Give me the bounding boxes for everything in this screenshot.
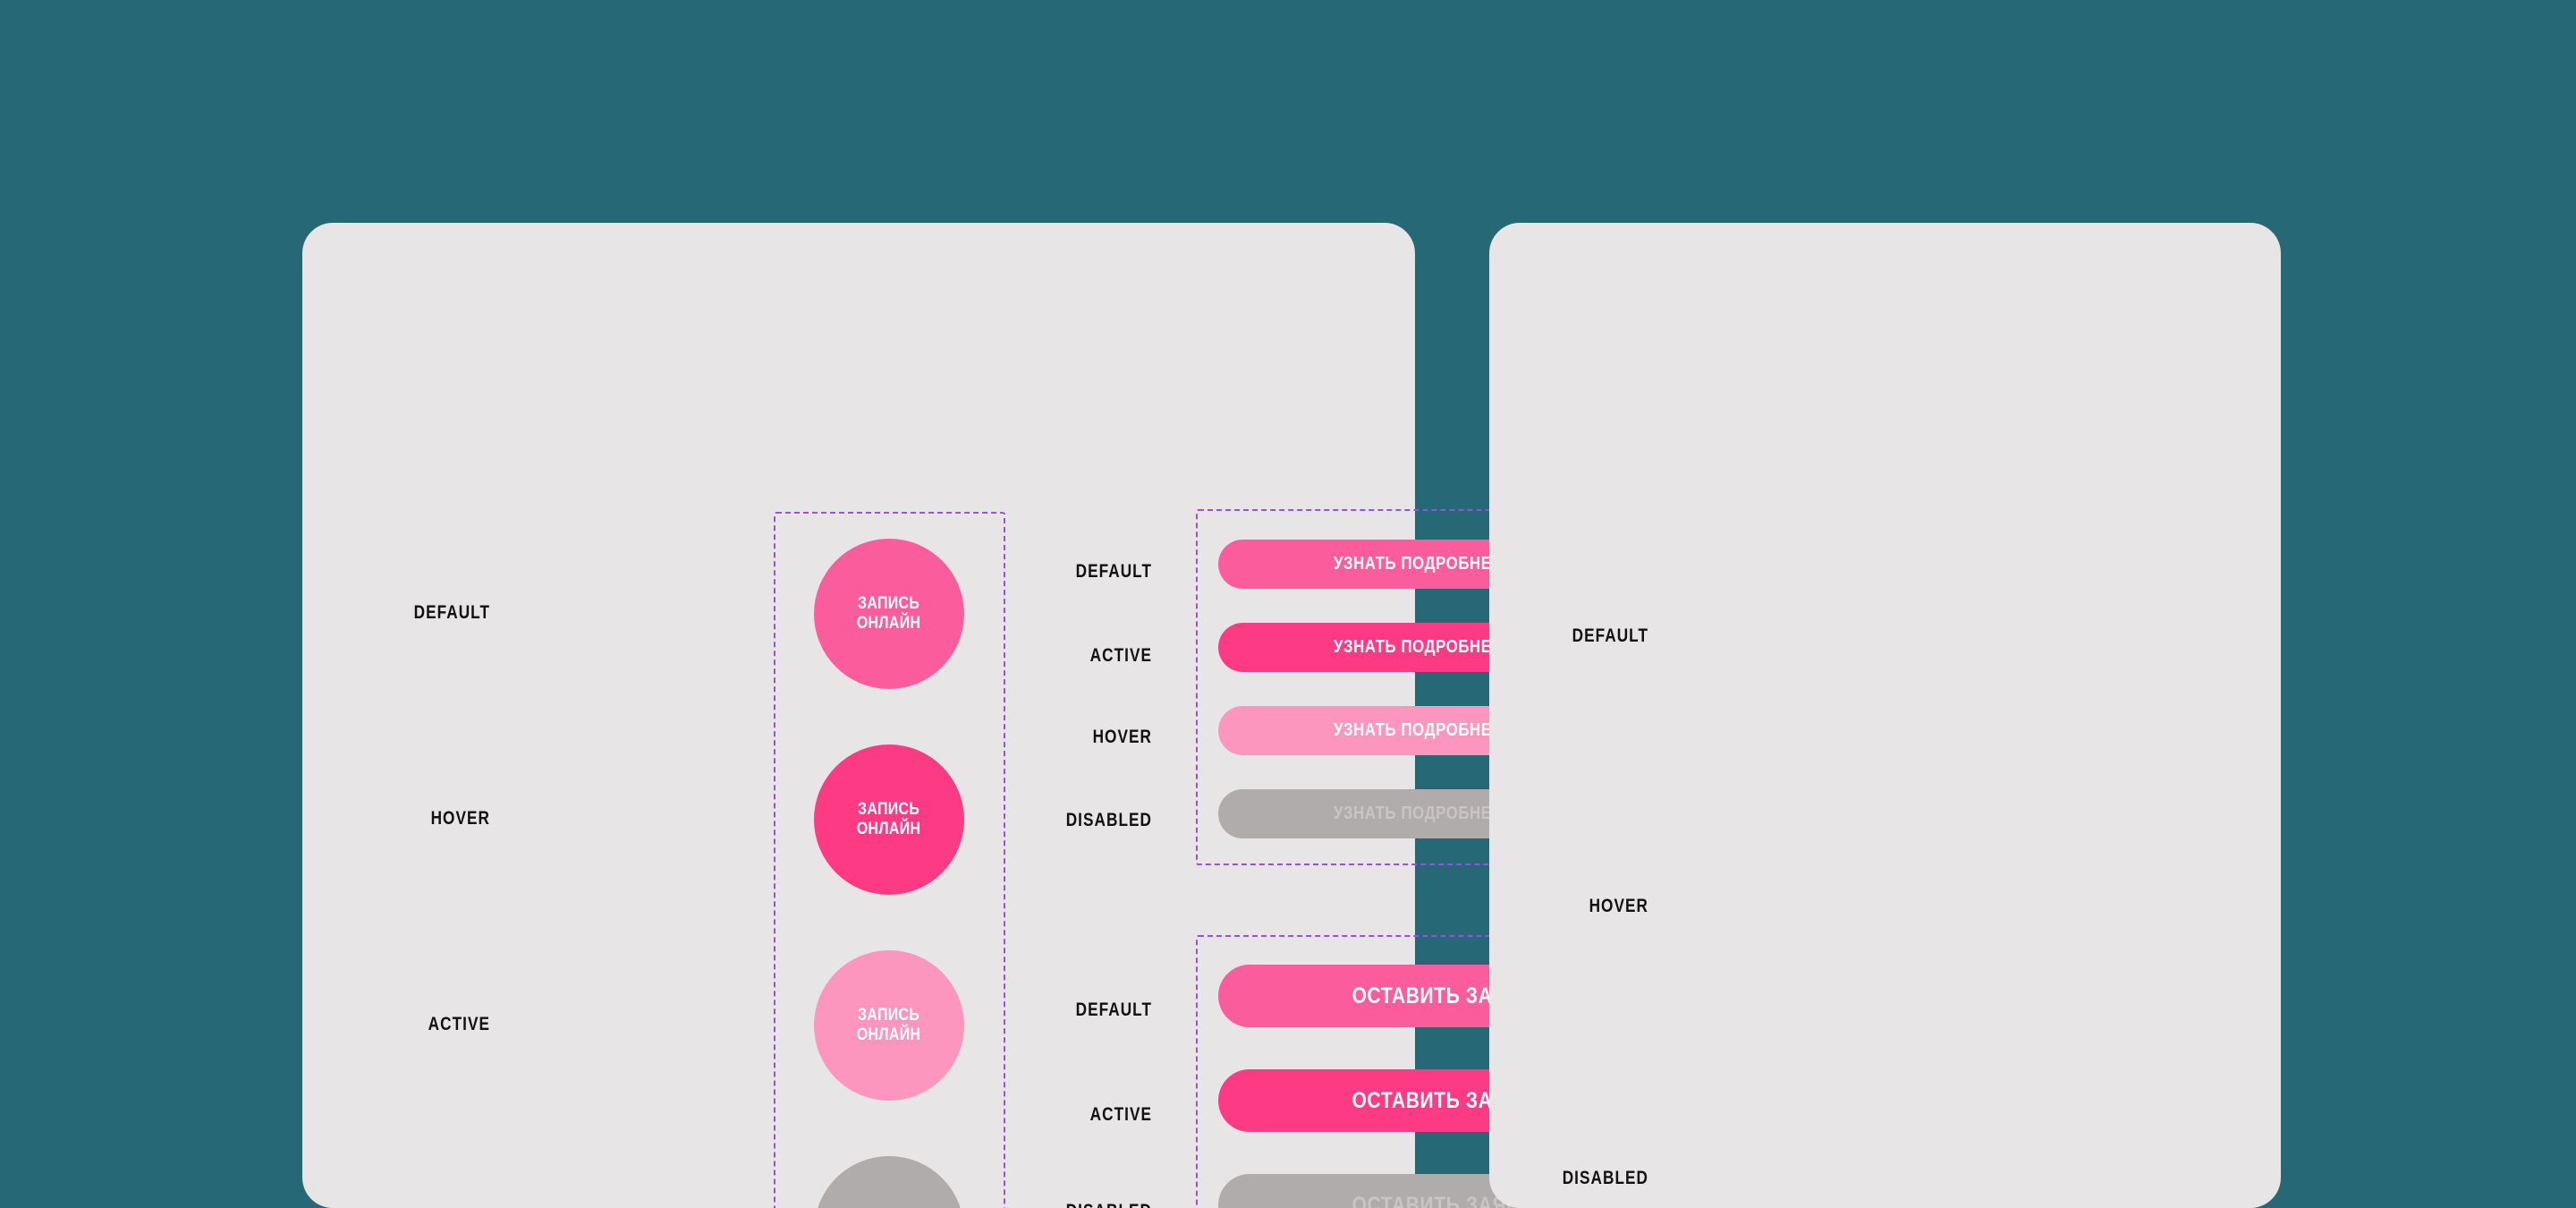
state-label-input-disabled: DISABLED [1562, 1168, 1648, 1188]
inputs-panel: DEFAULT HOVER DISABLED [1489, 223, 2281, 1208]
learn-more-button-label: УЗНАТЬ ПОДРОБНЕЕ [1334, 637, 1503, 657]
learn-more-button-label: УЗНАТЬ ПОДРОБНЕЕ [1334, 804, 1503, 823]
state-label-input-default: DEFAULT [1572, 625, 1648, 646]
state-label-circle-active: ACTIVE [428, 1014, 490, 1034]
state-label-pill-lg-default: DEFAULT [1075, 1000, 1152, 1020]
learn-more-button-label: УЗНАТЬ ПОДРОБНЕЕ [1334, 554, 1503, 574]
state-label-pill-sm-default: DEFAULT [1075, 561, 1152, 582]
state-label-circle-hover: HOVER [430, 808, 490, 829]
state-label-pill-sm-active: ACTIVE [1089, 645, 1152, 666]
state-label-pill-sm-hover: HOVER [1092, 727, 1152, 747]
learn-more-button-label: УЗНАТЬ ПОДРОБНЕЕ [1334, 720, 1503, 740]
state-label-pill-lg-disabled: DISABLED [1035, 1201, 1152, 1208]
state-label-pill-lg-active: ACTIVE [1089, 1104, 1152, 1125]
buttons-panel: DEFAULT HOVER ACTIVE DISABLED ЗАПИСЬОНЛА… [302, 223, 1698, 1208]
state-label-circle-default: DEFAULT [413, 602, 490, 623]
state-label-input-hover: HOVER [1589, 896, 1648, 916]
state-label-pill-sm-disabled: DISABLED [1065, 810, 1152, 830]
